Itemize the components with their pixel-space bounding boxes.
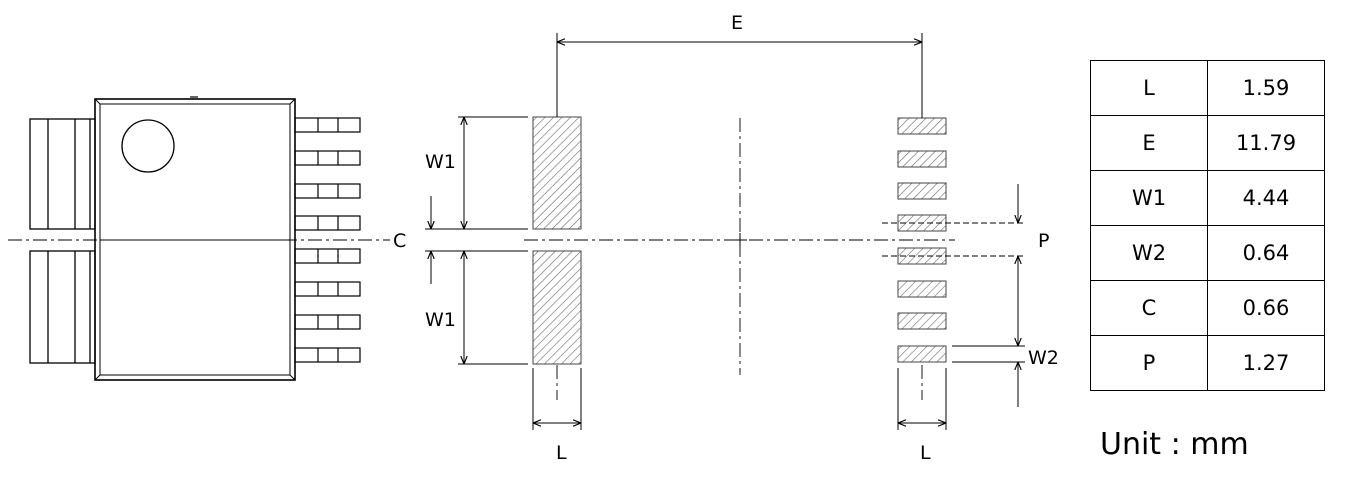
label-l-left: L	[556, 442, 567, 464]
label-w2: W2	[1028, 347, 1059, 369]
dim-e	[556, 33, 923, 118]
param-value: 0.66	[1207, 280, 1325, 336]
label-w1-lower: W1	[425, 309, 456, 331]
pad-large-top	[532, 116, 582, 230]
param-name: W2	[1090, 225, 1208, 281]
package-outline	[8, 96, 390, 381]
param-name: L	[1090, 60, 1208, 116]
heat-tab	[29, 118, 96, 364]
table-row: W2 0.64	[1090, 225, 1325, 281]
label-p: P	[1038, 230, 1049, 252]
param-value: 1.59	[1207, 60, 1325, 116]
label-c: C	[393, 230, 406, 252]
label-e: E	[731, 12, 743, 34]
param-name: W1	[1090, 170, 1208, 226]
dim-l	[532, 368, 947, 430]
param-value: 1.27	[1207, 335, 1325, 391]
param-value: 11.79	[1207, 115, 1325, 171]
pin1-marker	[121, 119, 175, 173]
label-l-right: L	[920, 442, 931, 464]
dimension-table: L 1.59 E 11.79 W1 4.44 W2 0.64 C 0.66 P …	[1090, 60, 1325, 391]
param-name: C	[1090, 280, 1208, 336]
param-value: 0.64	[1207, 225, 1325, 281]
table-row: C 0.66	[1090, 280, 1325, 336]
param-value: 4.44	[1207, 170, 1325, 226]
package-leads	[294, 117, 361, 363]
table-row: W1 4.44	[1090, 170, 1325, 226]
table-row: E 11.79	[1090, 115, 1325, 171]
label-w1-upper: W1	[425, 151, 456, 173]
param-name: P	[1090, 335, 1208, 391]
table-row: L 1.59	[1090, 60, 1325, 116]
pad-large-bottom	[532, 250, 582, 365]
param-name: E	[1090, 115, 1208, 171]
land-center-lines	[524, 118, 955, 400]
dim-w1	[425, 116, 528, 365]
table-row: P 1.27	[1090, 335, 1325, 391]
dim-p-w2	[882, 184, 1025, 407]
unit-note: Unit : mm	[1100, 427, 1249, 462]
